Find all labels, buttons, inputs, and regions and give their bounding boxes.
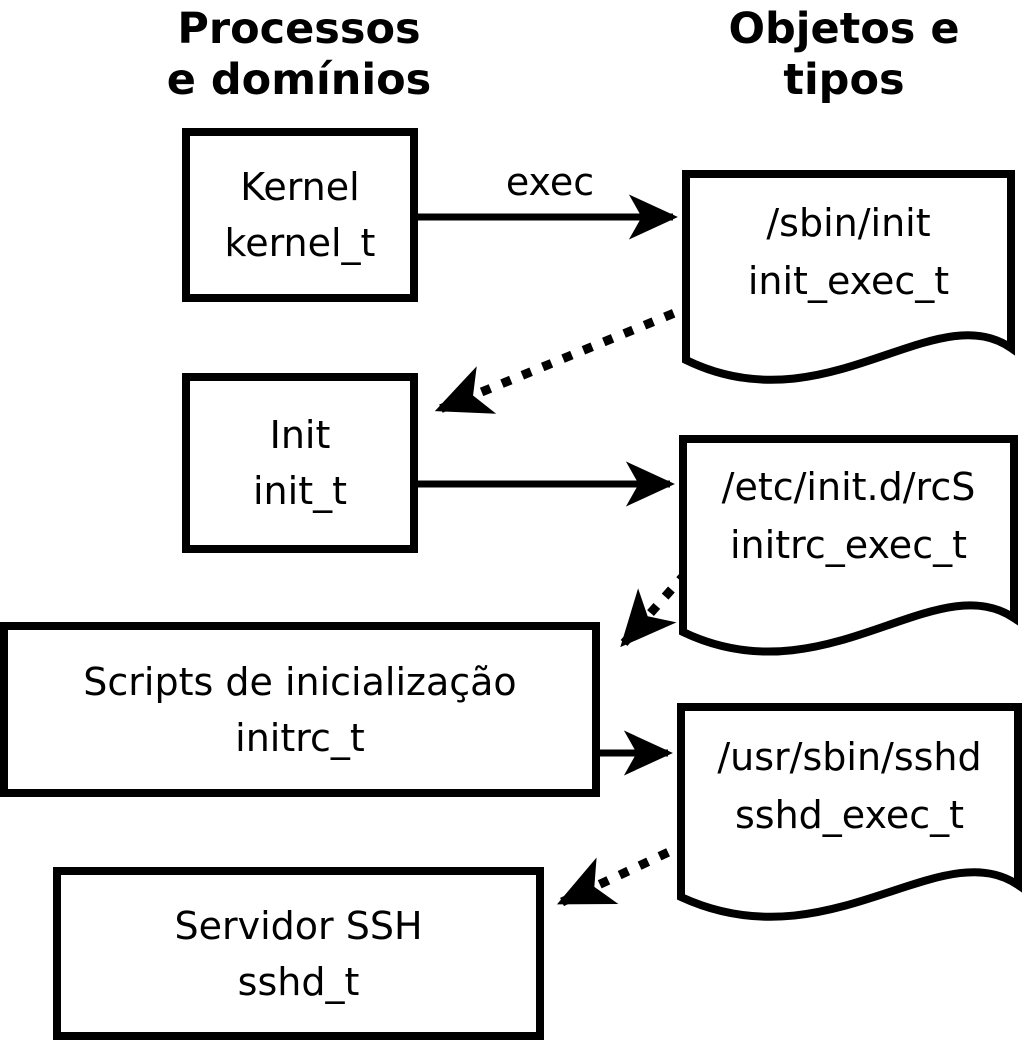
column-header-processes: Processos e domínios [99, 4, 499, 106]
column-header-processes-line2: e domínios [166, 55, 432, 105]
arrow-sbininit-to-init [434, 300, 696, 414]
object-path: /etc/init.d/rcS [721, 465, 976, 509]
document-shape-sbin-init [682, 170, 1015, 384]
object-type: sshd_exec_t [734, 793, 964, 837]
process-box-kernel: Kernel kernel_t [182, 128, 418, 302]
object-path: /usr/sbin/sshd [717, 735, 982, 779]
object-label-sbin-init: /sbin/init init_exec_t [682, 194, 1015, 310]
arrow-sshdexec-to-server [556, 838, 690, 907]
object-label-usr-sbin-sshd: /usr/sbin/sshd sshd_exec_t [677, 728, 1022, 844]
object-path: /sbin/init [766, 201, 931, 245]
column-header-objects-line1: Objetos e [728, 4, 960, 54]
column-header-processes-line1: Processos [177, 4, 421, 54]
process-name: Servidor SSH [174, 903, 423, 948]
column-header-objects-line2: tipos [783, 55, 905, 105]
process-domain: init_t [253, 469, 347, 513]
object-type: init_exec_t [747, 259, 950, 303]
process-box-init-scripts: Scripts de inicialização initrc_t [0, 622, 600, 797]
process-domain: kernel_t [224, 221, 376, 265]
process-domain: initrc_t [235, 715, 365, 760]
process-box-ssh-server: Servidor SSH sshd_t [53, 867, 544, 1040]
object-label-etc-initd-rcs: /etc/init.d/rcS initrc_exec_t [679, 458, 1018, 574]
process-name: Kernel [240, 165, 360, 209]
process-box-init: Init init_t [182, 373, 418, 553]
column-header-objects: Objetos e tipos [644, 4, 1024, 106]
exec-arrow-label: exec [505, 160, 595, 204]
process-name: Scripts de inicialização [83, 659, 517, 704]
document-shape-etc-initd-rcs [679, 435, 1018, 656]
document-shape-usr-sbin-sshd [677, 703, 1022, 921]
process-domain: sshd_t [237, 959, 360, 1004]
process-name: Init [269, 413, 331, 457]
arrow-rcs-to-scripts [620, 570, 690, 648]
object-type: initrc_exec_t [730, 523, 967, 567]
